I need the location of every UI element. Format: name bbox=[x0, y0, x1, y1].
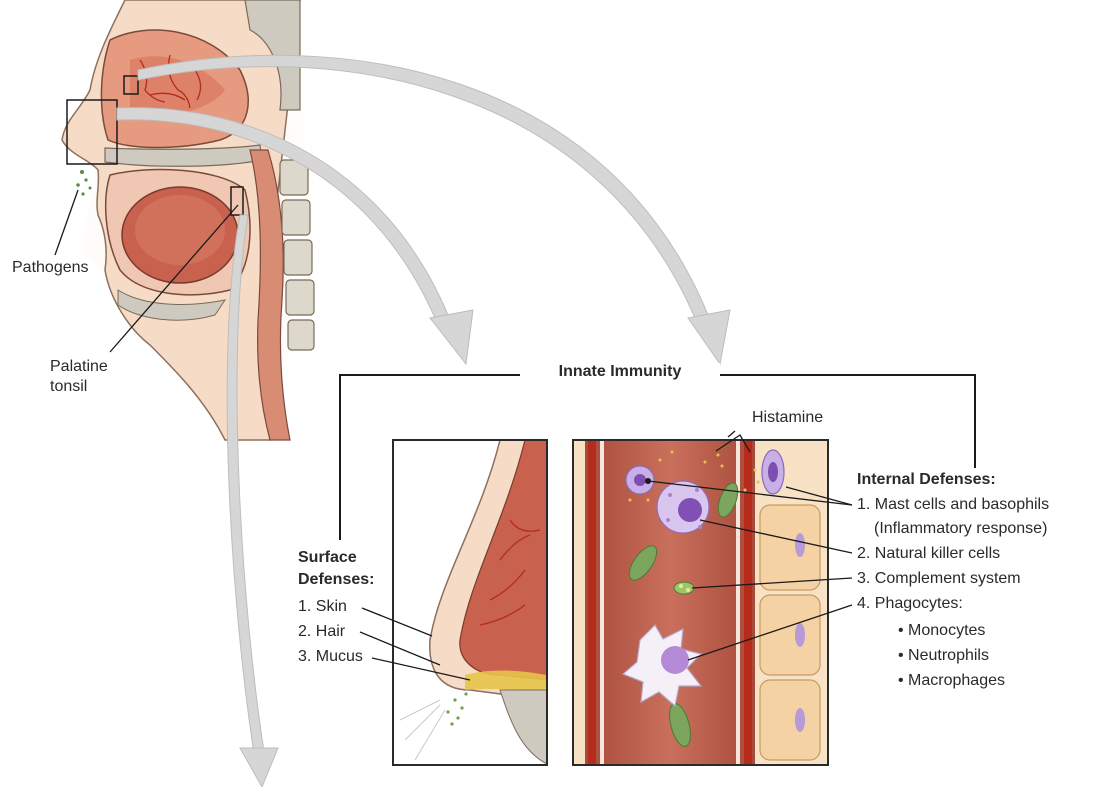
internal-item-complement: 3. Complement system bbox=[857, 569, 1021, 589]
surface-item-hair: 2. Hair bbox=[298, 622, 345, 642]
surface-defenses-panel bbox=[360, 440, 547, 765]
internal-defenses-panel bbox=[573, 431, 852, 765]
internal-defenses-title: Internal Defenses: bbox=[857, 470, 996, 490]
histamine-label: Histamine bbox=[752, 408, 823, 428]
phagocyte-neutrophils: • Neutrophils bbox=[898, 646, 989, 666]
internal-item-inflammatory: (Inflammatory response) bbox=[874, 519, 1047, 539]
phagocyte-monocytes: • Monocytes bbox=[898, 621, 985, 641]
pathogens-label: Pathogens bbox=[12, 258, 89, 278]
internal-item-nk-cells: 2. Natural killer cells bbox=[857, 544, 1000, 564]
surface-defenses-title-2: Defenses: bbox=[298, 570, 374, 590]
internal-item-phagocytes: 4. Phagocytes: bbox=[857, 594, 963, 614]
phagocyte-macrophages: • Macrophages bbox=[898, 671, 1005, 691]
surface-defenses-title-1: Surface bbox=[298, 548, 357, 568]
palatine-tonsil-label-line1: Palatine bbox=[50, 357, 108, 377]
surface-item-mucus: 3. Mucus bbox=[298, 647, 363, 667]
palatine-tonsil-label-line2: tonsil bbox=[50, 377, 87, 397]
surface-item-skin: 1. Skin bbox=[298, 597, 347, 617]
innate-immunity-title: Innate Immunity bbox=[520, 363, 720, 381]
internal-item-mast-cells: 1. Mast cells and basophils bbox=[857, 495, 1049, 515]
